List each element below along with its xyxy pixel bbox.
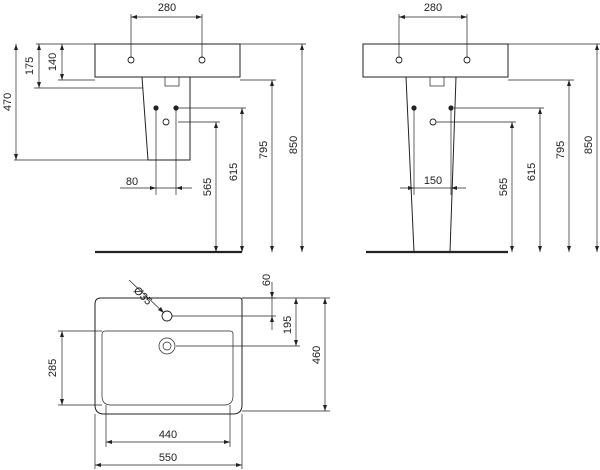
dim-label-550: 550 (159, 452, 177, 464)
dim-label-615: 615 (228, 163, 240, 181)
dim-label-565: 565 (498, 178, 510, 196)
pedestal (405, 76, 457, 253)
arrow (538, 108, 542, 114)
arrow (60, 44, 64, 50)
arrow (300, 44, 304, 50)
arrow (106, 440, 112, 444)
waste-pipe-point (162, 118, 170, 126)
arrow (60, 331, 64, 337)
dim-label-850: 850 (583, 136, 595, 154)
arrow (131, 15, 137, 19)
dim-label-175: 175 (24, 57, 36, 75)
dim-label-795: 795 (555, 141, 567, 159)
semi-pedestal (141, 76, 191, 161)
dim-label-195: 195 (282, 316, 294, 334)
arrow (595, 44, 599, 50)
arrow (300, 246, 304, 252)
arrow (451, 186, 457, 190)
arrow (150, 186, 156, 190)
arrow (158, 307, 164, 313)
waste-outer-ring (158, 337, 176, 355)
plan-view: Ø35 60 195 460 285 440 (47, 274, 330, 469)
leader-line (128, 279, 165, 314)
dim-label-470: 470 (2, 93, 14, 111)
waste-pipe-point (429, 118, 437, 126)
arrow (240, 246, 244, 252)
waste-inner-ring (162, 341, 172, 351)
basin-body (362, 43, 509, 78)
dim-label-440: 440 (159, 429, 177, 441)
dim-label-280: 280 (158, 2, 176, 14)
arrow (270, 292, 274, 298)
dim-label-565: 565 (202, 178, 214, 196)
arrow (176, 186, 182, 190)
arrow (214, 246, 218, 252)
arrow (270, 316, 274, 322)
dim-label-80: 80 (126, 176, 138, 188)
waste-outlet (164, 76, 180, 87)
dim-label-460: 460 (311, 346, 323, 364)
arrow (14, 44, 18, 50)
arrow (510, 246, 514, 252)
dim-label-280: 280 (424, 2, 442, 14)
arrow (567, 246, 571, 252)
arrow (294, 340, 298, 346)
arrow (240, 108, 244, 114)
arrow (538, 246, 542, 252)
arrow (323, 405, 327, 411)
arrow (567, 80, 571, 86)
arrow (399, 15, 405, 19)
arrow (14, 154, 18, 160)
arrow (37, 44, 41, 50)
arrow (461, 15, 467, 19)
arrow (270, 80, 274, 86)
dim-label-795: 795 (258, 141, 270, 159)
waste-outlet (429, 76, 445, 87)
dim-label-615: 615 (526, 163, 538, 181)
arrow (95, 463, 101, 467)
arrow (294, 298, 298, 304)
arrow (510, 122, 514, 128)
arrow (323, 298, 327, 304)
arrow (236, 463, 242, 467)
arrow (60, 399, 64, 405)
dim-label-850: 850 (288, 136, 300, 154)
dim-label-150: 150 (424, 175, 442, 187)
arrow (196, 15, 202, 19)
dim-label-285: 285 (47, 359, 59, 377)
dim-label-140: 140 (47, 53, 59, 71)
arrow (214, 122, 218, 128)
arrow (270, 246, 274, 252)
arrow (595, 246, 599, 252)
bowl-outline (101, 330, 234, 406)
arrow (408, 186, 414, 190)
arrow (37, 82, 41, 88)
front-view-right: 280 150 565 615 795 850 (362, 2, 600, 254)
basin-outline (94, 297, 243, 415)
side-view-left: 280 140 175 470 80 565 (2, 2, 306, 254)
arrow (224, 440, 230, 444)
dim-label-60: 60 (261, 274, 273, 286)
basin-body (94, 43, 241, 78)
arrow (60, 74, 64, 80)
